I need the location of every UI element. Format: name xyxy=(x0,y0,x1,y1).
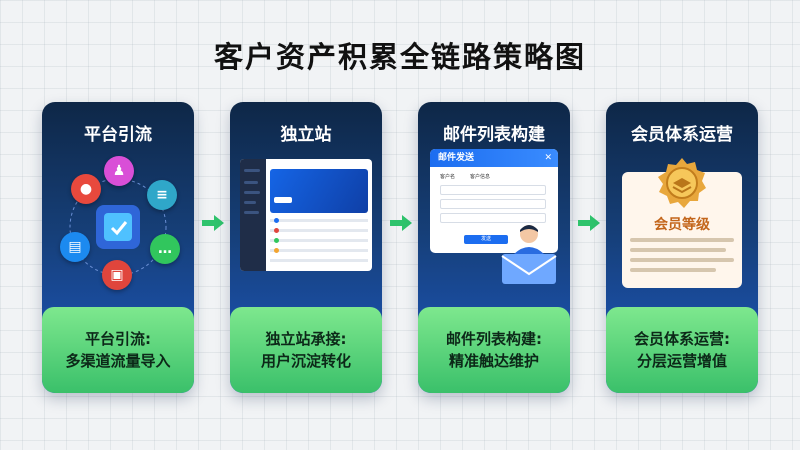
summary-line-2: 精准触达维护 xyxy=(448,352,539,370)
summary-line-2: 分层运营增值 xyxy=(636,352,727,370)
subject-field xyxy=(440,199,546,209)
card-title: 独立站 xyxy=(280,125,332,145)
summary-line-2: 多渠道流量导入 xyxy=(65,352,171,370)
shop-icon: ▣ xyxy=(102,260,132,290)
membership-level-label: 会员等级 xyxy=(654,217,710,233)
analytics-icon: ▤ xyxy=(60,232,90,262)
page-title: 客户资产积累全链路策略图 xyxy=(213,40,586,74)
summary-line-1: 邮件列表构建: xyxy=(446,330,542,348)
stage-card-membership: 会员体系运营 会员等级 会员体系运营: 分层运营增值 xyxy=(606,102,758,393)
arrow-right-icon xyxy=(390,215,412,231)
email-compose-window: 邮件发送 ✕ 客户名 客户信息 发送 xyxy=(430,149,558,253)
card-title: 平台引流 xyxy=(84,125,152,145)
close-icon: ✕ xyxy=(544,153,552,163)
gold-badge-icon xyxy=(658,158,706,208)
card-title: 邮件列表构建 xyxy=(443,125,545,145)
membership-card: 会员等级 xyxy=(622,172,742,288)
summary-line-1: 会员体系运营: xyxy=(634,330,730,348)
summary-line-2: 用户沉淀转化 xyxy=(260,352,351,370)
stage-card-independent-site: 独立站 独立站承接: 用户沉淀转化 xyxy=(230,102,382,393)
summary-line-1: 平台引流: xyxy=(85,330,151,348)
card-summary: 平台引流: 多渠道流量导入 xyxy=(42,307,194,393)
orbit-ring-icon xyxy=(69,178,167,276)
layers-icon: ≡ xyxy=(147,180,177,210)
person-with-envelope-icon xyxy=(501,225,557,284)
mail-window-title: 邮件发送 ✕ xyxy=(430,149,558,167)
send-button: 发送 xyxy=(464,235,508,244)
recipient-field xyxy=(440,185,546,195)
stage-card-platform-traffic: 平台引流 ● ♟ ≡ … ▣ ▤ 平台引流: 多渠道流量导入 xyxy=(42,102,194,393)
chat-icon: … xyxy=(150,234,180,264)
tab-info: 客户信息 xyxy=(470,174,491,180)
site-banner xyxy=(270,169,368,213)
channel-hub-illustration: ● ♟ ≡ … ▣ ▤ xyxy=(42,150,194,300)
card-summary: 会员体系运营: 分层运营增值 xyxy=(606,307,758,393)
site-sidebar xyxy=(240,159,266,271)
card-title: 会员体系运营 xyxy=(631,125,733,145)
arrow-right-icon xyxy=(202,215,224,231)
stage-card-email-list: 邮件列表构建 邮件发送 ✕ 客户名 客户信息 发送 邮件列表构建: 精准触达维护 xyxy=(418,102,570,393)
card-summary: 独立站承接: 用户沉淀转化 xyxy=(230,307,382,393)
users-icon: ♟ xyxy=(104,156,134,186)
content-field xyxy=(440,213,546,223)
tab-recipient: 客户名 xyxy=(440,174,456,180)
summary-line-1: 独立站承接: xyxy=(265,330,347,348)
arrow-right-icon xyxy=(578,215,600,231)
weibo-icon: ● xyxy=(71,174,101,204)
website-mockup xyxy=(240,159,372,271)
card-summary: 邮件列表构建: 精准触达维护 xyxy=(418,307,570,393)
